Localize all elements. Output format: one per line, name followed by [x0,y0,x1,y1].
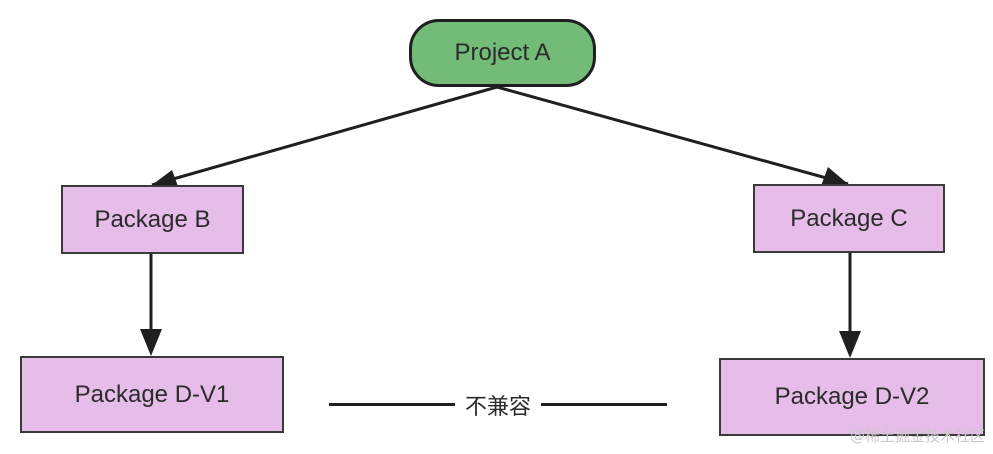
conflict-line-left [329,403,455,406]
node-package-b: Package B [61,185,244,254]
edge-package-b-to-package-d-v1 [140,254,162,356]
arrowhead-icon [140,329,162,356]
watermark: @稀土掘金技术社区 [849,427,985,445]
conflict-label: 不兼容 [464,395,531,420]
node-package-d-v2: Package D-V2 [719,358,985,436]
edge-project-a-to-package-c [496,85,849,186]
arrowhead-icon [821,167,848,186]
arrowhead-icon [839,331,861,358]
arrowhead-icon [152,170,179,189]
conflict-line-right [541,403,667,406]
edge-line [151,85,498,187]
node-project-a: Project A [409,19,596,87]
node-package-d-v1: Package D-V1 [20,356,284,433]
edge-line [496,85,849,186]
node-package-c: Package C [753,184,945,253]
edge-project-a-to-package-b [151,85,498,189]
edge-package-c-to-package-d-v2 [839,253,861,358]
